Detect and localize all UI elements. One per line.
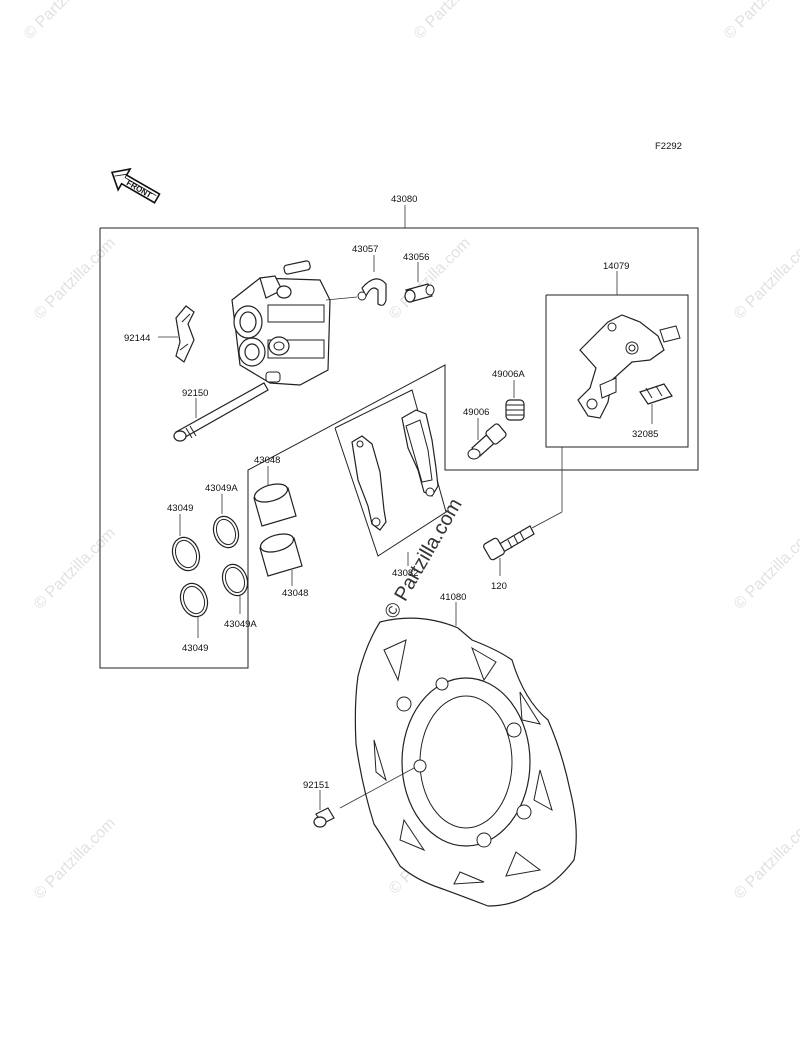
label-43082: 43082 — [392, 568, 418, 579]
bolt-part: 120 — [483, 447, 563, 592]
seal-a-upper-part: 43049A — [205, 483, 240, 549]
watermark: © Partzilla.com — [31, 815, 119, 903]
spring-clip-part: 43057 — [352, 244, 387, 306]
label-43048-upper: 43048 — [254, 455, 280, 466]
bracket-frame: 14079 — [545, 261, 689, 448]
pad-set-frame — [334, 389, 447, 557]
seal-lower-part: 43049 — [179, 582, 208, 654]
boot-part: 49006 — [463, 407, 507, 460]
label-43049A-lower: 43049A — [224, 619, 257, 630]
watermark: © Partzilla.com — [386, 235, 474, 323]
pin-part: 92150 — [173, 382, 269, 442]
watermark: © Partzilla.com — [31, 525, 119, 613]
watermark: © Partzilla.com — [21, 0, 109, 43]
label-43049-upper: 43049 — [167, 503, 193, 514]
watermark: © Partzilla.com — [721, 0, 800, 43]
watermark: © Partzilla.com — [731, 815, 800, 903]
seal-upper-part: 43049 — [167, 503, 201, 572]
pad-plate-part: 32085 — [632, 383, 673, 440]
label-92150: 92150 — [182, 388, 208, 399]
bleeder-valve-part: 43056 — [403, 252, 435, 303]
label-92144: 92144 — [124, 333, 150, 344]
label-43080: 43080 — [391, 194, 417, 205]
label-43049-lower: 43049 — [182, 643, 208, 654]
pad-retainer-part: 92144 — [124, 305, 195, 363]
brake-pad-front-part: 43082 — [392, 409, 439, 579]
label-49006: 49006 — [463, 407, 489, 418]
piston-upper-part: 43048 — [253, 455, 297, 527]
caliper-bracket-part — [577, 314, 681, 419]
label-92151: 92151 — [303, 780, 329, 791]
label-43048-lower: 43048 — [282, 588, 308, 599]
label-49006A: 49006A — [492, 369, 525, 380]
figure-code: F2292 — [655, 141, 682, 152]
brake-pad-rear-part — [351, 435, 387, 531]
label-43049A-upper: 43049A — [205, 483, 238, 494]
label-43057: 43057 — [352, 244, 378, 255]
label-32085: 32085 — [632, 429, 658, 440]
assembly-frame: 43080 — [99, 194, 699, 669]
center-watermark: © Partzilla.com — [380, 495, 466, 623]
label-43056: 43056 — [403, 252, 429, 263]
watermark: © Partzilla.com — [411, 0, 499, 43]
seal-a-lower-part: 43049A — [221, 563, 257, 630]
watermark: © Partzilla.com — [731, 235, 800, 323]
boot-a-part: 49006A — [492, 369, 525, 421]
label-120: 120 — [491, 581, 507, 592]
front-arrow-icon: FRONT — [110, 167, 161, 204]
brake-disc-part: 41080 — [354, 592, 577, 907]
piston-lower-part: 43048 — [259, 533, 308, 599]
disc-bolt-part: 92151 — [303, 767, 415, 828]
watermark: © Partzilla.com — [731, 525, 800, 613]
caliper-body — [231, 260, 358, 386]
watermark: © Partzilla.com — [31, 235, 119, 323]
label-41080: 41080 — [440, 592, 466, 603]
label-14079: 14079 — [603, 261, 629, 272]
